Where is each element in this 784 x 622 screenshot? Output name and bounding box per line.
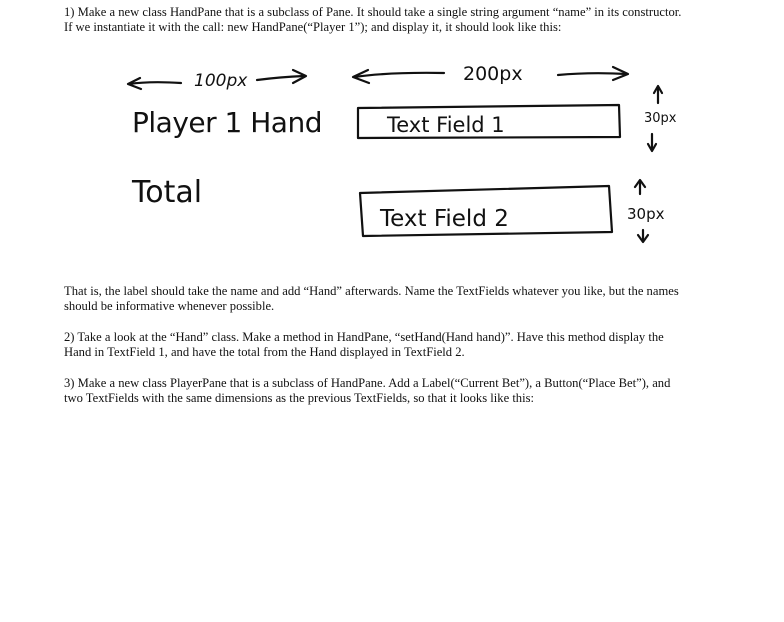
instruction-line: That is, the label should take the name … <box>64 284 679 298</box>
instruction-step-3: 3) Make a new class PlayerPane that is a… <box>64 376 754 406</box>
handpane-sketch: 100px 200px Player 1 Hand Text Field 1 3… <box>126 63 677 244</box>
text-field-1-label: Text Field 1 <box>386 113 505 137</box>
total-label: Total <box>131 175 202 210</box>
text-field-2-label: Text Field 2 <box>379 206 509 232</box>
text-field-1-box <box>356 103 622 140</box>
field-2-height-note: 30px <box>627 205 665 223</box>
instruction-step-1: 1) Make a new class HandPane that is a s… <box>64 5 754 35</box>
text-field-2-box <box>358 184 614 238</box>
instruction-line: should be informative whenever possible. <box>64 299 275 313</box>
label-width-note: 100px <box>194 71 248 91</box>
field-width-arrow <box>351 65 630 85</box>
field-width-note: 200px <box>463 63 523 85</box>
instruction-line: two TextFields with the same dimensions … <box>64 391 535 405</box>
field-1-height-arrow <box>646 84 664 153</box>
instruction-line: Hand in TextField 1, and have the total … <box>64 345 465 359</box>
hand-label: Player 1 Hand <box>132 106 322 139</box>
field-1-height-note: 30px <box>644 111 677 126</box>
label-width-arrow <box>126 68 308 91</box>
field-2-height-arrow <box>633 178 650 244</box>
instruction-line: 1) Make a new class HandPane that is a s… <box>64 5 682 19</box>
instruction-step-2: 2) Take a look at the “Hand” class. Make… <box>64 330 754 360</box>
instruction-line: 3) Make a new class PlayerPane that is a… <box>64 376 671 390</box>
instruction-line: 2) Take a look at the “Hand” class. Make… <box>64 330 664 344</box>
instruction-line: If we instantiate it with the call: new … <box>64 20 562 34</box>
instruction-step-1-followup: That is, the label should take the name … <box>64 284 754 314</box>
